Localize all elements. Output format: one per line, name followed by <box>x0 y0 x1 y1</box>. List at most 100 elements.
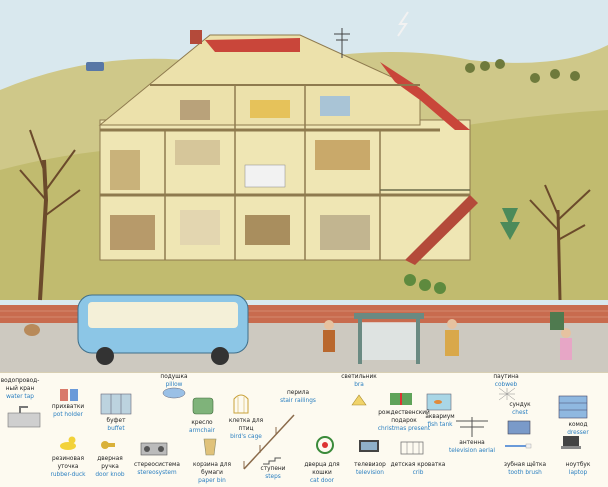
paperbin-icon <box>203 438 217 456</box>
railings-icon <box>243 414 295 470</box>
roof-tiles-right <box>380 62 470 130</box>
label-en: stereosystem <box>137 470 177 476</box>
legend-item-television: телевизор television <box>350 461 390 477</box>
potholder-icon <box>60 389 78 401</box>
furniture <box>110 96 370 250</box>
label-en: television aerial <box>448 448 496 454</box>
dresser-icon <box>558 395 588 419</box>
chest-icon <box>507 420 531 435</box>
legend-item-steps: ступени steps <box>258 465 288 481</box>
fishtank-icon <box>426 393 452 411</box>
room-walls <box>164 85 381 260</box>
legend-item-buffet: буфет buffet <box>96 417 136 433</box>
legend-item-door-knob: дверная ручка door knob <box>88 455 132 479</box>
label-en: dresser <box>567 430 589 436</box>
legend-item-paper-bin: корзина для бумаги paper bin <box>184 461 240 485</box>
label-en: crib <box>412 470 424 476</box>
laptop-icon <box>561 436 581 449</box>
catdoor-icon <box>316 436 334 454</box>
green-bin <box>550 312 564 330</box>
label-en: stair railings <box>280 398 316 404</box>
tv-icon <box>359 440 379 452</box>
label-ru: детская кроватка <box>390 462 446 468</box>
people <box>323 319 572 360</box>
legend-item-rubber-duck: резиновая уточка rubber-duck <box>46 455 90 479</box>
legend-item-tooth-brush: зубная щётка tooth brush <box>500 461 550 477</box>
distant-car <box>86 62 104 71</box>
label-ru: корзина для бумаги <box>193 462 231 476</box>
label-ru: буфет <box>106 418 126 424</box>
label-ru: зубная щётка <box>503 462 547 468</box>
label-ru: ступени <box>260 466 286 472</box>
label-ru: прихватки <box>51 404 85 410</box>
crib-icon <box>400 441 424 455</box>
label-ru: сундук <box>509 402 531 408</box>
label-ru: дверная ручка <box>97 456 123 470</box>
stereo-icon <box>140 442 168 456</box>
left-tree <box>19 129 81 301</box>
knob-icon <box>101 441 115 449</box>
steps-icon <box>263 457 281 465</box>
label-ru: паутина <box>493 374 519 380</box>
lamp-icon <box>351 394 367 406</box>
chimney <box>190 30 202 44</box>
bushes <box>404 274 446 294</box>
label-en: paper bin <box>198 478 226 484</box>
exterior-stairs <box>405 195 478 265</box>
label-ru: светильник <box>341 374 377 380</box>
duck-icon <box>60 436 76 450</box>
present-icon <box>390 393 412 405</box>
legend-item-crib: детская кроватка crib <box>388 461 448 477</box>
lightning <box>397 11 409 37</box>
legend-item-fish-tank: аквариум fish tank <box>420 413 460 429</box>
legend-item-television-aerial: антенна television aerial <box>440 439 504 455</box>
legend-item-pot-holder: прихватки pot holder <box>46 403 90 419</box>
label-ru: резиновая уточка <box>52 456 84 470</box>
distant-trees <box>465 59 580 83</box>
label-en: rubber-duck <box>50 472 86 478</box>
tap-icon <box>7 406 41 428</box>
label-en: laptop <box>568 470 588 476</box>
armchair-icon <box>192 397 214 415</box>
label-en: television <box>356 470 384 476</box>
pillow-icon <box>162 387 186 399</box>
label-ru: клетка для птиц <box>228 418 264 432</box>
bus-stop <box>354 313 424 364</box>
buffet-icon <box>100 393 132 415</box>
aerial-icon <box>456 417 488 437</box>
legend-item-armchair: кресло armchair <box>180 419 224 435</box>
legend-item-cobweb: паутина cobweb <box>486 373 526 389</box>
roof-aerial <box>334 28 350 58</box>
label-en: pot holder <box>53 412 83 418</box>
label-en: door knob <box>95 472 125 478</box>
toothbrush-icon <box>505 443 532 449</box>
label-en: tooth brush <box>508 470 542 476</box>
label-ru: комод <box>568 422 588 428</box>
label-ru: телевизор <box>354 462 386 468</box>
label-en: fish tank <box>427 422 453 428</box>
legend-item-chest: сундук chest <box>500 401 540 417</box>
label-ru: антенна <box>459 440 485 446</box>
label-en: cobweb <box>494 382 518 388</box>
label-en: buffet <box>107 426 125 432</box>
label-ru: аквариум <box>425 414 455 420</box>
right-tree <box>500 184 591 301</box>
label-ru: кресло <box>191 420 213 426</box>
label-en: cat door <box>309 478 334 484</box>
label-en: steps <box>265 474 281 480</box>
label-en: christmas present <box>377 426 431 432</box>
legend-item-stair-railings: перила stair railings <box>276 389 320 405</box>
label-en: chest <box>512 410 528 416</box>
label-ru: перила <box>286 390 310 396</box>
label-en: armchair <box>189 428 215 434</box>
label-ru: ноутбук <box>565 462 591 468</box>
bus <box>77 294 249 365</box>
label-en: pillow <box>165 382 183 388</box>
legend-item-laptop: ноутбук laptop <box>556 461 600 477</box>
